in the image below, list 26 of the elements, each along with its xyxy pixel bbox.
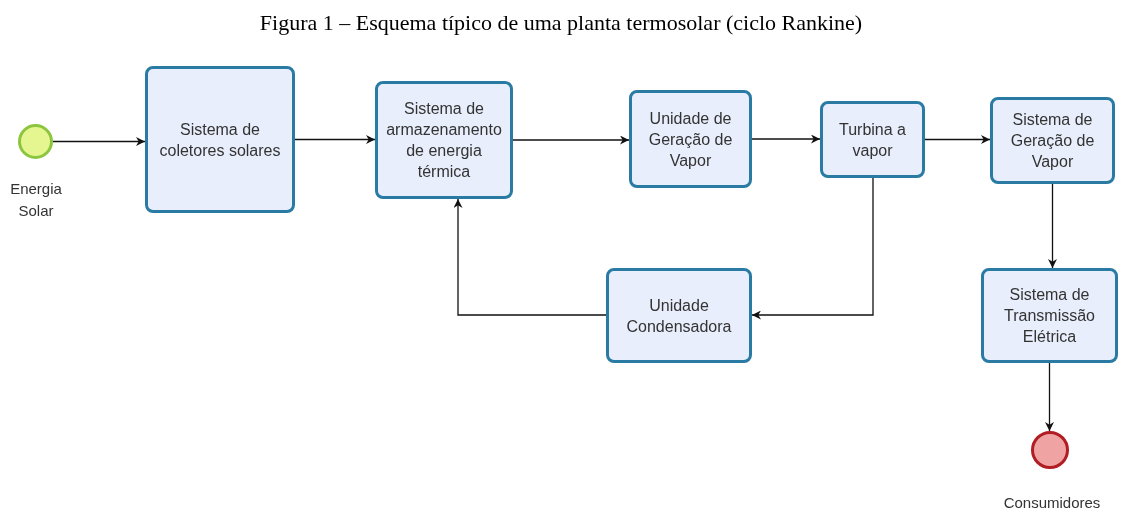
arrow bbox=[924, 135, 991, 144]
process-box bbox=[629, 90, 752, 188]
process-box bbox=[145, 66, 295, 213]
arrow bbox=[512, 135, 630, 145]
figure-title: Figura 1 – Esquema típico de uma planta termosolar (ciclo Rankine) bbox=[258, 9, 864, 37]
arrow bbox=[751, 177, 874, 320]
process-box bbox=[820, 101, 925, 178]
node-label: Turbina a vapor bbox=[838, 119, 907, 161]
event-label: Consumidores bbox=[1002, 493, 1102, 513]
node-label: Sistema de coletores solares bbox=[158, 119, 282, 161]
arrow bbox=[1048, 183, 1057, 269]
process-box bbox=[375, 81, 513, 199]
process-box bbox=[981, 268, 1118, 363]
arrow bbox=[294, 135, 376, 144]
process-box bbox=[990, 97, 1115, 184]
node-label: Sistema de Geração de Vapor bbox=[1009, 110, 1096, 172]
arrow bbox=[52, 137, 146, 146]
arrow bbox=[453, 198, 607, 316]
arrow bbox=[1045, 362, 1054, 432]
node-label: Sistema de armazenamento de energia térmica bbox=[385, 99, 503, 182]
node-label: Unidade Condensadora bbox=[625, 295, 733, 337]
event-label: Energia Solar bbox=[9, 179, 63, 221]
process-box bbox=[606, 268, 752, 363]
arrow bbox=[751, 134, 821, 144]
node-label: Unidade de Geração de Vapor bbox=[647, 108, 734, 171]
node-label: Sistema de Transmissão Elétrica bbox=[1003, 285, 1096, 347]
